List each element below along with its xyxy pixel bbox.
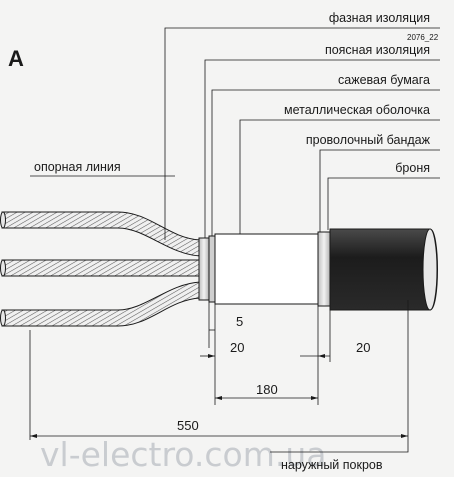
label-belt-insulation: поясная изоляция <box>325 43 430 57</box>
conductor-bottom <box>1 281 201 327</box>
conductor-middle <box>1 259 201 277</box>
label-support-line: опорная линия <box>34 160 121 174</box>
phase-conductors <box>1 211 201 327</box>
label-armor: броня <box>395 161 430 175</box>
label-wire-bandage: проволочный бандаж <box>306 133 431 147</box>
dimension-arrows <box>30 354 408 438</box>
dim-20-left: 20 <box>230 340 244 355</box>
label-metal-sheath: металлическая оболочка <box>284 103 430 117</box>
conductor-ends <box>0 211 6 327</box>
dim-20-right: 20 <box>356 340 370 355</box>
conductor-top <box>1 211 201 257</box>
dim-180: 180 <box>256 382 278 397</box>
dimension-values: 5 20 20 180 550 <box>177 314 370 433</box>
labels: фазная изоляция поясная изоляция сажевая… <box>34 11 431 472</box>
wire-bandage <box>317 231 331 307</box>
dimension-lines <box>29 300 408 440</box>
dim-550: 550 <box>177 418 199 433</box>
dim-5: 5 <box>236 314 243 329</box>
leader-lines <box>30 27 440 453</box>
metal-sheath <box>214 233 319 305</box>
carbon-paper-ring <box>208 235 216 303</box>
label-phase-insulation: фазная изоляция <box>329 11 430 25</box>
label-carbon-paper: сажевая бумага <box>338 73 430 87</box>
belt-insulation-ring <box>198 237 210 301</box>
armor-section <box>329 228 438 311</box>
cable-body <box>198 228 438 311</box>
watermark-text: vl-electro.com.ua <box>40 435 327 474</box>
outer-cover-end <box>422 228 438 311</box>
figure-code: 2076_22 <box>407 33 439 42</box>
label-outer-cover: наружный покров <box>281 458 383 472</box>
figure-letter: A <box>8 46 24 71</box>
